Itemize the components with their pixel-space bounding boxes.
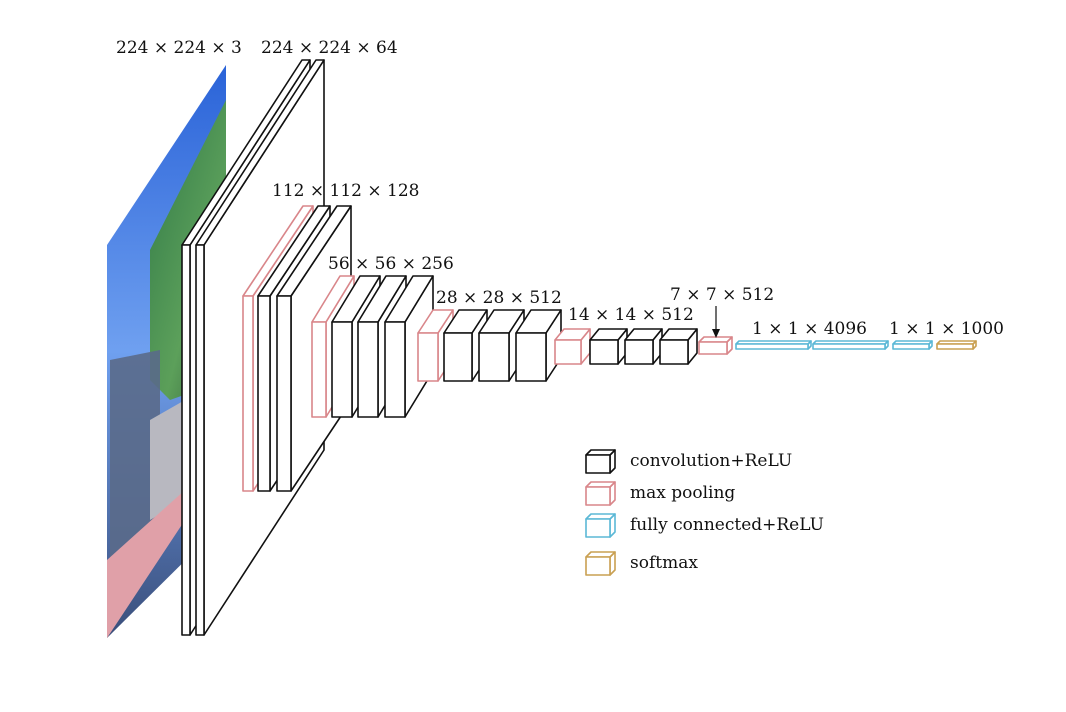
legend-label-softmax: softmax <box>630 553 698 573</box>
legend-icon-softmax <box>586 552 615 575</box>
legend-icons <box>586 450 615 575</box>
conv5-2-box <box>625 329 662 364</box>
legend-label-convolution: convolution+ReLU <box>630 451 792 471</box>
legend-icon-pooling <box>586 482 615 505</box>
label-block2: 112 × 112 × 128 <box>272 181 419 201</box>
pool4-box <box>555 329 590 364</box>
fc2-box <box>813 341 888 349</box>
label-fc: 1 × 1 × 4096 <box>752 319 867 339</box>
legend-label-pooling: max pooling <box>630 483 735 503</box>
label-block1: 224 × 224 × 64 <box>261 38 398 58</box>
fc1-box <box>736 341 811 349</box>
label-pool5: 7 × 7 × 512 <box>670 285 774 305</box>
fc3-box <box>893 341 932 349</box>
layer-boxes <box>182 60 976 635</box>
conv5-1-box <box>590 329 627 364</box>
label-input: 224 × 224 × 3 <box>116 38 242 58</box>
legend-label-fully-connected: fully connected+ReLU <box>630 515 824 535</box>
conv5-3-box <box>660 329 697 364</box>
legend: convolution+ReLU max pooling fully conne… <box>586 450 824 575</box>
label-block3: 56 × 56 × 256 <box>328 254 454 274</box>
pool5-box <box>699 337 732 354</box>
label-softmax: 1 × 1 × 1000 <box>889 319 1004 339</box>
legend-icon-fully-connected <box>586 514 615 537</box>
legend-icon-convolution <box>586 450 615 473</box>
pool5-pointer-arrow <box>712 306 720 338</box>
label-block4: 28 × 28 × 512 <box>436 288 562 308</box>
softmax-box <box>937 341 976 349</box>
label-block5: 14 × 14 × 512 <box>568 305 694 325</box>
